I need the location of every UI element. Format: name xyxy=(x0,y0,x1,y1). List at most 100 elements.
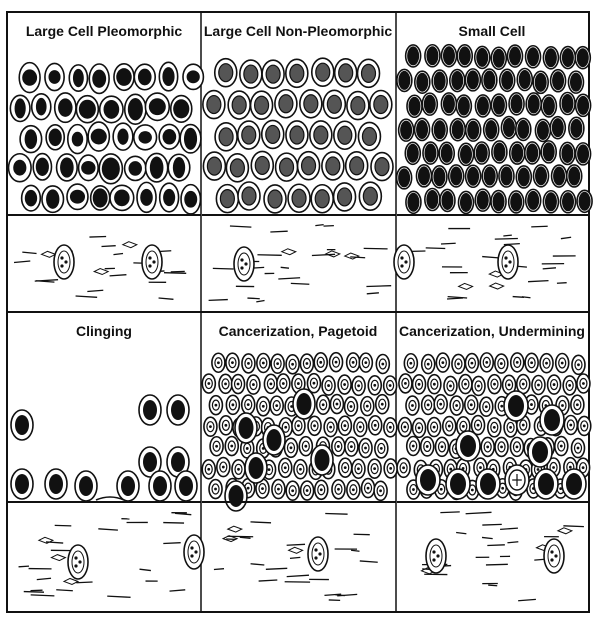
cell-nucleus xyxy=(255,156,269,174)
cell-nucleolus xyxy=(290,446,293,449)
stromal-granule xyxy=(74,564,77,567)
cell-nucleolus xyxy=(357,384,360,387)
cell-nucleolus xyxy=(329,426,332,429)
cell-nucleolus xyxy=(313,424,316,427)
cell-nucleus xyxy=(477,96,489,115)
cell-nucleolus xyxy=(508,383,511,386)
cell-nucleus xyxy=(450,166,462,185)
cell-nucleus xyxy=(450,473,466,495)
cell-nucleolus xyxy=(268,468,271,471)
cell-nucleolus xyxy=(493,426,496,429)
cell-nucleolus xyxy=(409,362,412,365)
cell-nucleolus xyxy=(336,403,339,406)
stromal-cell-inner xyxy=(72,551,84,573)
cell-nucleus xyxy=(577,96,589,115)
cell-nucleolus xyxy=(247,403,250,406)
cell-nucleolus xyxy=(577,363,580,366)
stromal-granule xyxy=(504,264,507,267)
cell-nucleolus xyxy=(426,445,429,448)
cell-nucleus xyxy=(363,187,377,205)
cell-nucleus xyxy=(117,128,128,144)
cell-nucleolus xyxy=(350,405,353,408)
cell-nucleus xyxy=(327,95,341,113)
cell-nucleus xyxy=(424,144,436,163)
cell-nucleus xyxy=(79,476,93,496)
cell-nucleus xyxy=(562,94,574,113)
stroma-fiber xyxy=(270,231,287,232)
cell-nucleus xyxy=(535,73,547,92)
epithelium-large-cell-non-pleomorphic xyxy=(203,58,393,213)
cell-nucleolus xyxy=(583,425,586,428)
cell-nucleolus xyxy=(402,466,405,469)
cell-nucleus xyxy=(239,417,254,439)
stromal-granule xyxy=(60,256,63,259)
cell-nucleus xyxy=(280,158,294,176)
cell-nucleolus xyxy=(500,362,503,365)
cell-nucleolus xyxy=(246,447,249,450)
cell-nucleus xyxy=(527,47,539,66)
cell-nucleus xyxy=(434,72,446,91)
cell-nucleus xyxy=(304,95,318,113)
epithelium-large-cell-pleomorphic xyxy=(9,62,204,214)
cell-nucleus xyxy=(297,393,312,415)
stromal-granule xyxy=(508,260,511,263)
cell-nucleolus xyxy=(457,363,460,366)
cell-nucleolus xyxy=(306,489,309,492)
cell-nucleolus xyxy=(304,445,307,448)
stromal-cell-inner xyxy=(146,251,158,273)
cell-nucleus xyxy=(25,129,38,149)
cell-nucleolus xyxy=(582,466,585,469)
cell-nucleolus xyxy=(389,426,392,429)
stromal-granule xyxy=(432,550,435,553)
cell-nucleus xyxy=(553,167,565,186)
cell-nucleus xyxy=(326,157,340,175)
cell-nucleus xyxy=(527,191,539,210)
cell-nucleus xyxy=(485,120,497,139)
cell-nucleolus xyxy=(403,426,406,429)
cell-nucleolus xyxy=(485,405,488,408)
cell-nucleus xyxy=(116,68,132,86)
cell-nucleus xyxy=(114,189,130,206)
stroma-fiber xyxy=(486,564,508,565)
cell-nucleus xyxy=(242,187,256,205)
stromal-granule xyxy=(152,260,155,263)
cell-nucleolus xyxy=(344,466,347,469)
cell-nucleolus xyxy=(230,445,233,448)
cell-nucleolus xyxy=(352,488,355,491)
cell-nucleus xyxy=(138,131,151,143)
stroma-fiber xyxy=(213,268,234,269)
cell-nucleolus xyxy=(500,446,503,449)
cell-nucleus xyxy=(552,71,564,90)
cell-nucleus xyxy=(46,189,59,208)
panel-label-large-cell-pleomorphic: Large Cell Pleomorphic xyxy=(26,23,183,39)
cell-nucleus xyxy=(15,98,26,118)
cell-nucleus xyxy=(163,129,177,144)
cell-nucleus xyxy=(398,71,410,90)
cell-nucleolus xyxy=(352,361,355,364)
cell-nucleus xyxy=(562,192,574,211)
cell-nucleus xyxy=(351,97,365,115)
cell-nucleus xyxy=(338,126,352,144)
cell-nucleolus xyxy=(522,383,525,386)
stromal-granule xyxy=(404,260,407,263)
cell-nucleus xyxy=(561,144,573,163)
stromal-cell-inner xyxy=(312,543,324,565)
cell-nucleolus xyxy=(433,383,436,386)
cell-nucleus xyxy=(443,94,455,113)
cell-nucleolus xyxy=(222,466,225,469)
cell-nucleus xyxy=(543,96,555,115)
cell-nucleus xyxy=(537,121,549,140)
cell-nucleolus xyxy=(485,361,488,364)
stromal-granule xyxy=(74,556,77,559)
cell-nucleolus xyxy=(380,447,383,450)
cell-nucleus xyxy=(72,132,83,147)
cell-nucleus xyxy=(290,64,304,82)
cell-nucleus xyxy=(508,395,524,417)
cell-nucleolus xyxy=(500,405,503,408)
cell-nucleus xyxy=(149,98,166,115)
cell-nucleolus xyxy=(209,425,212,428)
cell-nucleus xyxy=(375,158,389,176)
cell-nucleus xyxy=(362,64,376,82)
cell-nucleolus xyxy=(374,424,377,427)
cell-nucleolus xyxy=(261,487,264,490)
